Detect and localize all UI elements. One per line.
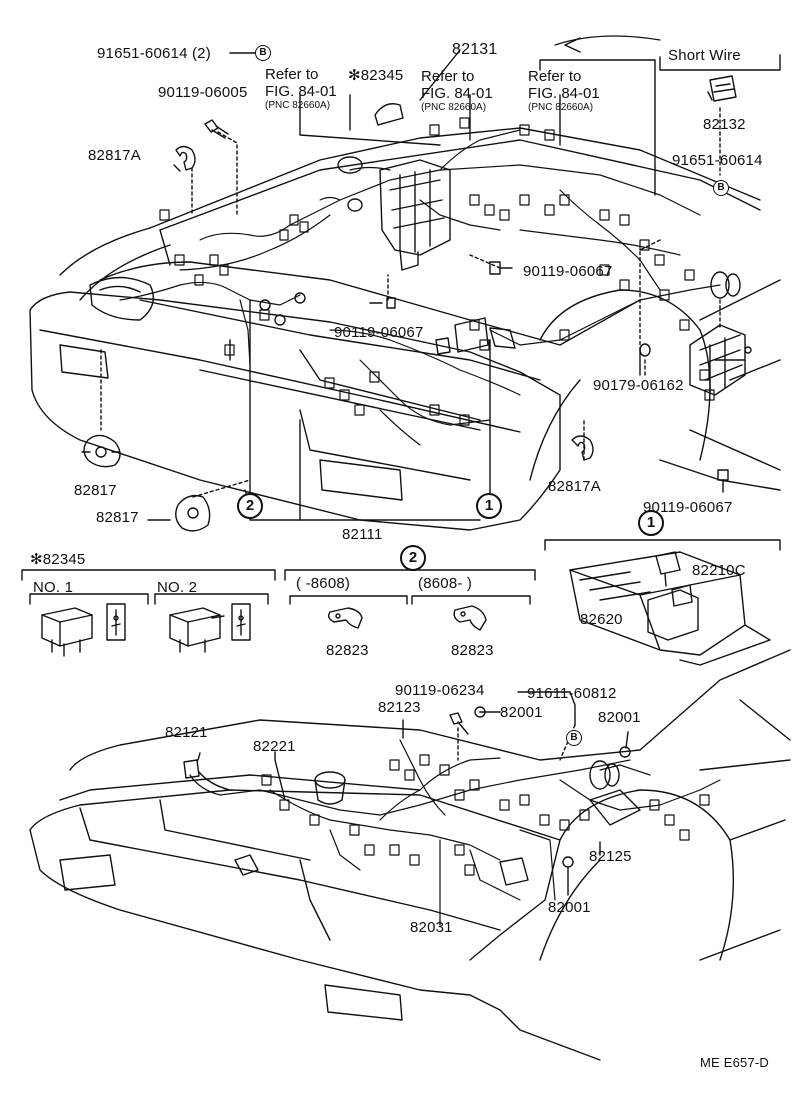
diagram-code: ME E657-D — [700, 1055, 769, 1070]
label-82823-b: 82823 — [451, 642, 494, 659]
label-82210C: 82210C — [692, 562, 746, 579]
label-short-wire: Short Wire — [668, 47, 741, 64]
marker-b-top-right: B — [713, 180, 729, 196]
label-no-1: NO. 1 — [33, 579, 74, 596]
ref-line1: Refer to — [265, 66, 319, 83]
label-82817-b: 82817 — [96, 509, 139, 526]
label-82001-a: 82001 — [500, 704, 543, 721]
label-range-b: (8608- ) — [418, 575, 473, 592]
label-star-82345-legend: ✻82345 — [30, 551, 86, 568]
label-82817-a: 82817 — [74, 482, 117, 499]
label-82121: 82121 — [165, 724, 208, 741]
marker-two-legend: 2 — [400, 545, 426, 571]
ref-line3: (PNC 82660A) — [528, 102, 594, 113]
label-82111: 82111 — [342, 526, 383, 543]
marker-b-bottom: B — [566, 730, 582, 746]
fuse-block — [379, 159, 451, 271]
label-82823-a: 82823 — [326, 642, 369, 659]
label-90119-06005: 90119-06005 — [158, 84, 248, 101]
marker-b-top-left: B — [255, 45, 271, 61]
label-90179-06162: 90179-06162 — [593, 377, 684, 394]
label-82001-b: 82001 — [598, 709, 641, 726]
label-91651-60614: 91651-60614 — [672, 152, 763, 169]
ref-fig-84-01-c: Refer to FIG. 84-01 (PNC 82660A) — [528, 68, 600, 113]
label-star-82345-top: ✻82345 — [348, 67, 404, 84]
label-91611-60812: 91611-60812 — [527, 685, 617, 702]
leader-lines-solid — [147, 35, 781, 521]
label-82221: 82221 — [253, 738, 296, 755]
label-82031: 82031 — [410, 919, 453, 936]
bottom-car-body — [29, 649, 791, 1061]
legend-one — [544, 539, 781, 666]
top-car-body — [29, 127, 781, 531]
ref-line3: (PNC 82660A) — [421, 102, 487, 113]
marker-one-legend: 1 — [638, 510, 664, 536]
ref-line2: FIG. 84-01 — [528, 85, 600, 102]
label-90119-06234: 90119-06234 — [395, 682, 485, 699]
short-wire-connector — [707, 75, 737, 102]
bottom-wire-harness — [189, 739, 721, 921]
ref-line1: Refer to — [421, 68, 475, 85]
grommets — [259, 103, 741, 357]
ref-line2: FIG. 84-01 — [265, 83, 337, 100]
clamps-top — [81, 145, 594, 532]
ref-line1: Refer to — [528, 68, 582, 85]
bottom-parts — [183, 691, 641, 926]
label-82817A-right: 82817A — [548, 478, 601, 495]
label-90119-06067-a: 90119-06067 — [523, 263, 613, 280]
bolts — [204, 119, 729, 493]
marker-two-top: 2 — [237, 493, 263, 519]
label-82001-c: 82001 — [548, 899, 591, 916]
label-91651-60614-2: 91651-60614 (2) — [97, 45, 211, 62]
label-no-2: NO. 2 — [157, 579, 198, 596]
label-82131: 82131 — [452, 41, 498, 58]
label-82125: 82125 — [589, 848, 632, 865]
top-wire-harness — [119, 117, 721, 446]
label-82132: 82132 — [703, 116, 746, 133]
ref-line2: FIG. 84-01 — [421, 85, 493, 102]
ref-line3: (PNC 82660A) — [265, 100, 331, 111]
ref-fig-84-01-b: Refer to FIG. 84-01 (PNC 82660A) — [421, 68, 493, 113]
label-range-a: ( -8608) — [296, 575, 351, 592]
label-90119-06067-c: 90119-06067 — [643, 499, 733, 516]
legend-82345 — [21, 569, 276, 657]
label-82123: 82123 — [378, 699, 421, 716]
ref-fig-84-01-a: Refer to FIG. 84-01 (PNC 82660A) — [265, 66, 337, 111]
leader-lines — [100, 107, 721, 498]
marker-one-top: 1 — [476, 493, 502, 519]
label-90119-06067-b: 90119-06067 — [334, 324, 424, 341]
label-82817A-left: 82817A — [88, 147, 141, 164]
label-82620: 82620 — [580, 611, 623, 628]
